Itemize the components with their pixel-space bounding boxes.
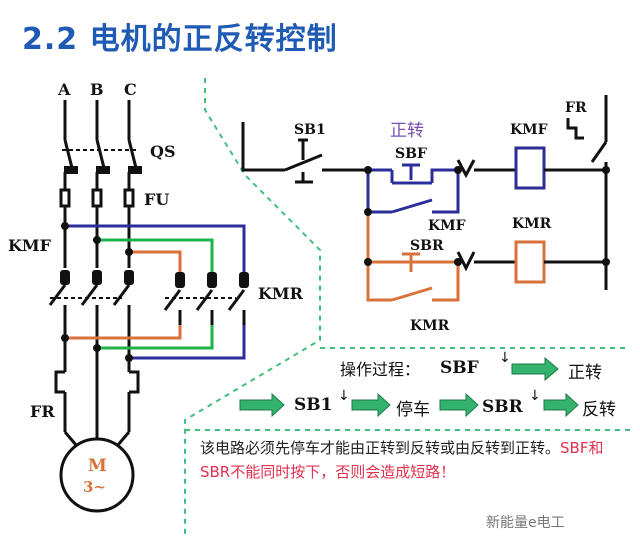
sb1-label: SB1 (294, 122, 326, 138)
kmr-contact-label: KMR (410, 318, 450, 334)
section-divider (184, 78, 630, 535)
process-forward: 正转 (568, 363, 602, 383)
process-sbf: SBF (440, 358, 479, 378)
qs-label: QS (150, 142, 176, 161)
reversing-wires (65, 224, 246, 360)
process-sb1: SB1 (294, 395, 333, 415)
motor-phase-label: 3~ (83, 478, 107, 496)
motor-m-label: M (88, 456, 107, 476)
process-caption: 操作过程： (340, 360, 421, 379)
fr-ctrl-label: FR (565, 100, 587, 116)
svg-text:↓: ↓ (529, 388, 541, 404)
svg-text:↓: ↓ (338, 388, 350, 404)
sbf-label: SBF (395, 146, 427, 162)
control-junctions (364, 166, 610, 266)
sbr-label: SBR (410, 238, 444, 254)
kmr-main-label: KMR (258, 284, 303, 303)
kmf-main-label: KMF (8, 236, 51, 255)
fr-main-label: FR (30, 402, 55, 421)
phase-b-label: B (90, 80, 104, 99)
page-title: 2.2 电机的正反转控制 (22, 22, 338, 57)
process-stop: 停车 (396, 400, 430, 420)
forward-label: 正转 (390, 121, 424, 141)
motor-symbol (59, 437, 135, 513)
kmf-coil-label: KMF (510, 122, 548, 138)
kmr-coil-label: KMR (512, 216, 552, 232)
kmf-contact-label: KMF (428, 218, 466, 234)
process-reverse: 反转 (582, 400, 616, 420)
phase-a-label: A (58, 80, 71, 99)
phase-c-label: C (124, 80, 137, 99)
note-warning: SBF和SBR不能同时按下，否则会造成短路！ (200, 439, 604, 481)
control-circuit (241, 95, 608, 302)
process-sbr: SBR (482, 397, 523, 417)
fu-label: FU (144, 190, 170, 209)
contact-bumps (60, 166, 249, 288)
process-arrows: ↓ ↓ ↓ (239, 350, 579, 418)
warning-note: 该电路必须先停车才能由正转到反转或由反转到正转。SBF和SBR不能同时按下，否则… (200, 436, 620, 484)
junction-dots (61, 222, 133, 362)
watermark: 新能量e电工 (486, 515, 565, 531)
svg-text:↓: ↓ (499, 350, 511, 366)
note-text: 该电路必须先停车才能由正转到反转或由反转到正转。 (200, 439, 561, 457)
